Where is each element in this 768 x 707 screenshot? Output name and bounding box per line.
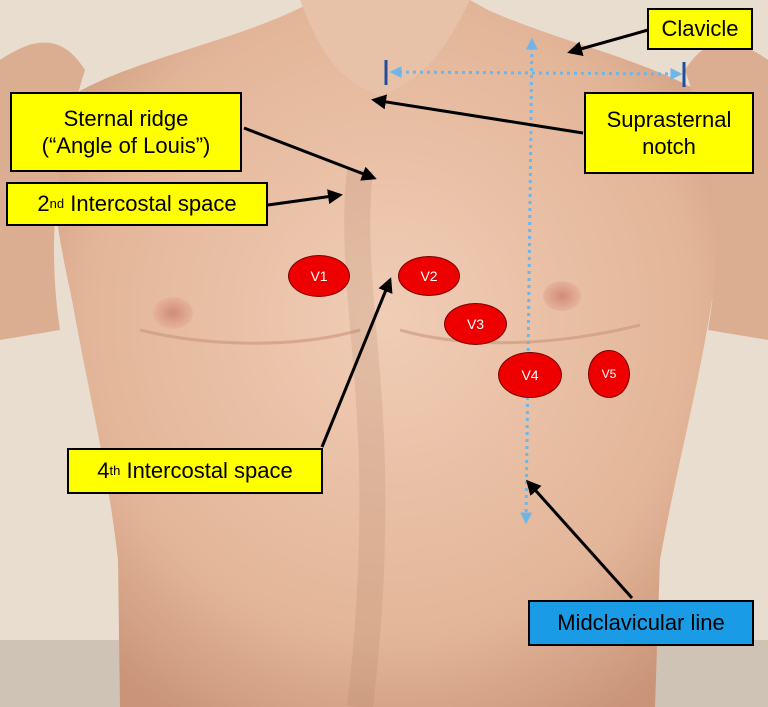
pectoral-line-right <box>139 328 361 345</box>
suprasternal-notch-label: Suprasternal notch <box>584 92 754 174</box>
midclavicular-line-label: Midclavicular line <box>528 600 754 646</box>
suprasternal-label-line2: notch <box>642 134 696 159</box>
suprasternal-label-line1: Suprasternal <box>606 106 732 132</box>
clavicle-label: Clavicle <box>647 8 753 50</box>
chest-hair <box>344 168 386 707</box>
clavicle-label-text: Clavicle <box>661 16 739 42</box>
electrode-v5-label: V5 <box>601 367 617 381</box>
neck <box>300 0 470 95</box>
left-nipple <box>543 281 581 311</box>
electrode-v2-label: V2 <box>420 268 438 284</box>
second-intercostal-arrow <box>267 189 343 207</box>
second-intercostal-text: Intercostal space <box>70 191 237 217</box>
sternal-ridge-label: Sternal ridge (“Angle of Louis”) <box>10 92 242 172</box>
sternal-ridge-label-line2: (“Angle of Louis”) <box>41 133 211 158</box>
midclavicular-arrow <box>525 479 634 600</box>
electrode-v3: V3 <box>444 303 507 345</box>
fourth-intercostal-arrow <box>320 277 393 448</box>
electrode-v4-label: V4 <box>521 367 539 383</box>
electrode-v5: V5 <box>588 350 630 398</box>
electrode-v3-label: V3 <box>466 316 485 332</box>
fourth-intercostal-number: 4 <box>97 458 110 484</box>
suprasternal-notch-arrow <box>371 94 584 135</box>
electrode-v1-label: V1 <box>310 268 328 284</box>
sternal-ridge-label-line1: Sternal ridge <box>63 105 189 131</box>
midclavicular-label-text: Midclavicular line <box>557 610 725 636</box>
second-intercostal-number: 2 <box>37 191 50 217</box>
background-floor-left <box>0 640 130 707</box>
background-floor-right <box>640 640 768 707</box>
sternal-ridge-arrow <box>243 126 377 181</box>
electrode-v2: V2 <box>398 256 460 296</box>
pectoral-line-left <box>399 323 641 345</box>
fourth-intercostal-text: Intercostal space <box>126 458 293 484</box>
right-nipple <box>153 297 193 329</box>
torso-skin <box>54 0 727 707</box>
clavicle-arrow <box>567 28 649 56</box>
midclavicular-guide-line <box>520 37 538 525</box>
clavicle-span-guide-line <box>389 66 683 80</box>
electrode-v1: V1 <box>288 255 350 297</box>
electrode-v4: V4 <box>498 352 562 398</box>
